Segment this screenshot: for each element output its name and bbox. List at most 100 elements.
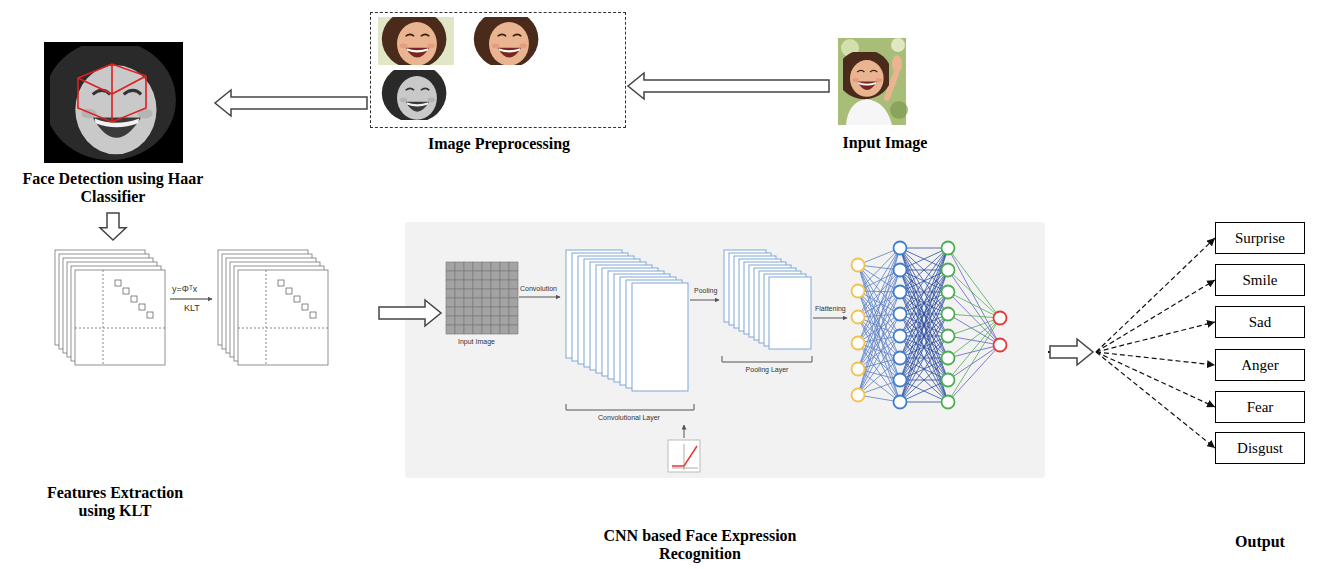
input-grid — [473, 307, 482, 316]
feature-maps — [566, 250, 688, 391]
dense-network — [994, 312, 1007, 325]
dense-network — [900, 336, 948, 402]
klt-arrow — [170, 299, 212, 300]
pooled-maps — [769, 277, 811, 349]
input-grid — [473, 325, 482, 334]
block-arrow — [628, 73, 829, 99]
input-grid — [455, 316, 464, 325]
input-grid — [473, 271, 482, 280]
dense-network — [852, 337, 865, 350]
dense-network — [948, 270, 1000, 345]
stage-caption: CNN based Face Expression Recognition — [585, 527, 815, 564]
face-detection-image — [78, 64, 146, 122]
dense-network — [942, 242, 955, 255]
dense-network — [852, 363, 865, 376]
face-detection-image — [44, 40, 175, 160]
input-grid — [464, 262, 473, 271]
input-photo — [890, 101, 908, 119]
expression-label: Smile — [1242, 271, 1277, 289]
figure-arrows — [566, 404, 694, 410]
input-grid — [491, 289, 500, 298]
input-grid — [500, 298, 509, 307]
dense-network — [852, 259, 865, 272]
input-grid — [500, 289, 509, 298]
output-arrow — [1050, 339, 1093, 365]
dense-network — [900, 248, 948, 314]
dense-network — [948, 318, 1000, 358]
preprocessed-images — [474, 10, 539, 69]
klt-image-stacks — [238, 270, 328, 365]
input-grid — [509, 271, 518, 280]
feature-maps — [632, 283, 688, 391]
dense-network — [948, 270, 1000, 318]
dense-network — [994, 339, 1007, 352]
input-grid — [500, 280, 509, 289]
figure-annotation: Convolution — [520, 285, 557, 293]
input-grid — [464, 289, 473, 298]
input-grid — [464, 325, 473, 334]
dashed-arrow — [1048, 280, 1215, 352]
cnn-stage: CNN based Face Expression Recognition — [443, 222, 1048, 567]
figure-arrows — [684, 425, 685, 438]
input-grid — [455, 298, 464, 307]
expression-box: Anger — [1215, 349, 1305, 381]
expression-box: Sad — [1215, 306, 1305, 338]
dense-network — [894, 242, 907, 255]
label-slot: Pooling — [694, 287, 717, 295]
input-grid — [500, 325, 509, 334]
input-grid — [464, 280, 473, 289]
input-grid — [491, 280, 500, 289]
dense-network — [894, 264, 907, 277]
expression-label: Sad — [1249, 313, 1272, 331]
relu-icon — [672, 446, 697, 466]
figure-annotation: Convolutional Layer — [569, 414, 689, 422]
dense-network — [894, 286, 907, 299]
input-grid — [446, 298, 455, 307]
input-grid — [482, 271, 491, 280]
input-grid — [482, 316, 491, 325]
input-grid — [482, 307, 491, 316]
label-slot: Pooling Layer — [707, 366, 827, 374]
dense-network — [942, 264, 955, 277]
dense-network — [942, 374, 955, 387]
cnn-figure — [405, 222, 1045, 478]
label-slot: Output — [1220, 533, 1300, 551]
input-photo — [837, 38, 908, 125]
figure-arrows — [519, 297, 847, 438]
preprocessing-panel: Image Preprocessing — [370, 12, 626, 128]
input-photo — [837, 50, 891, 100]
input-grid — [455, 262, 464, 271]
klt-image-stacks — [123, 288, 129, 294]
input-grid — [455, 289, 464, 298]
input-grid — [509, 325, 518, 334]
klt-image-stacks — [75, 270, 165, 365]
figure-arrows — [690, 300, 719, 301]
input-grid — [446, 325, 455, 334]
figure-annotation: Pooling Layer — [707, 366, 827, 374]
input-stage: Input Image — [832, 36, 938, 156]
dense-network — [948, 318, 1000, 380]
output-arrow — [1050, 339, 1093, 365]
input-grid — [491, 316, 500, 325]
preprocessed-images — [378, 10, 538, 123]
pooled-maps — [724, 250, 811, 349]
expression-box: Disgust — [1215, 432, 1305, 464]
input-grid — [482, 298, 491, 307]
connector-group — [100, 73, 1215, 448]
input-grid — [455, 271, 464, 280]
dense-network — [948, 314, 1000, 318]
input-grid — [446, 289, 455, 298]
expression-label: Surprise — [1235, 229, 1285, 247]
dense-network — [894, 352, 907, 365]
expression-label: Disgust — [1237, 439, 1283, 457]
input-grid — [482, 289, 491, 298]
figure-arrows — [722, 356, 812, 362]
stage-caption: Face Detection using Haar Classifier — [13, 170, 213, 207]
input-grid — [500, 271, 509, 280]
input-grid — [509, 280, 518, 289]
dense-network — [942, 308, 955, 321]
dense-network — [894, 330, 907, 343]
dense-network — [948, 345, 1000, 358]
